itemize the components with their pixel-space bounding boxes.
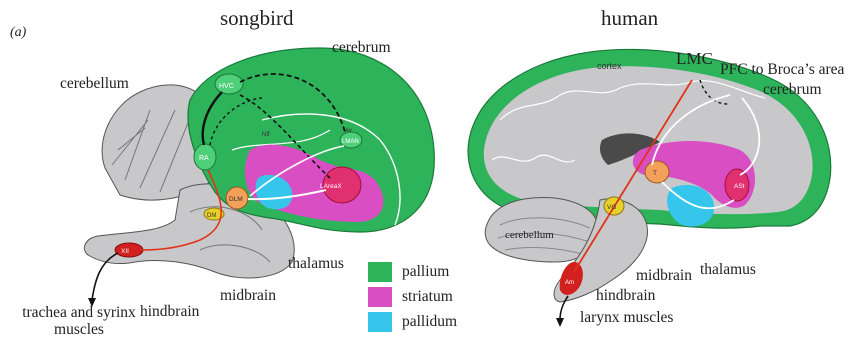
legend-label-pallium: pallium <box>402 264 449 280</box>
lmc-label: LMC <box>676 50 713 67</box>
songbird-cerebellum-label: cerebellum <box>60 76 129 92</box>
human-cerebrum-label: cerebrum <box>763 82 822 98</box>
human-hindbrain-label: hindbrain <box>596 288 655 304</box>
panel-label: (a) <box>10 26 26 40</box>
songbird-output-label: trachea and syrinx muscles <box>10 304 148 338</box>
svg-text:T: T <box>653 170 657 177</box>
legend-label-pallidum: pallidum <box>402 314 457 330</box>
human-thalamus-label: thalamus <box>700 262 756 278</box>
songbird-title: songbird <box>220 8 294 29</box>
legend-item-pallidum: pallidum <box>368 312 478 332</box>
songbird-thalamus-label: thalamus <box>288 256 344 272</box>
svg-text:Am: Am <box>565 280 574 286</box>
svg-text:VG: VG <box>607 204 616 211</box>
songbird-midbrain-label: midbrain <box>220 288 276 304</box>
human-cortex-label: cortex <box>597 62 622 71</box>
human-cerebellum-label: cerebellum <box>505 230 554 241</box>
legend-label-striatum: striatum <box>402 289 453 305</box>
human-output-label: larynx muscles <box>580 310 673 326</box>
human-midbrain-label: midbrain <box>636 268 692 284</box>
songbird-cerebrum-label: cerebrum <box>332 40 391 56</box>
pfc-label: PFC to Broca’s area <box>720 62 844 78</box>
human-title: human <box>601 8 658 29</box>
songbird-hindbrain-label: hindbrain <box>140 304 199 320</box>
legend-swatch-striatum <box>368 287 392 307</box>
legend-item-pallium: pallium <box>368 262 478 282</box>
legend-item-striatum: striatum <box>368 287 478 307</box>
svg-text:ASt: ASt <box>734 183 745 190</box>
legend-swatch-pallidum <box>368 312 392 332</box>
human-thalamus-nucleus <box>645 161 669 183</box>
legend: pallium striatum pallidum <box>368 262 478 334</box>
legend-swatch-pallium <box>368 262 392 282</box>
